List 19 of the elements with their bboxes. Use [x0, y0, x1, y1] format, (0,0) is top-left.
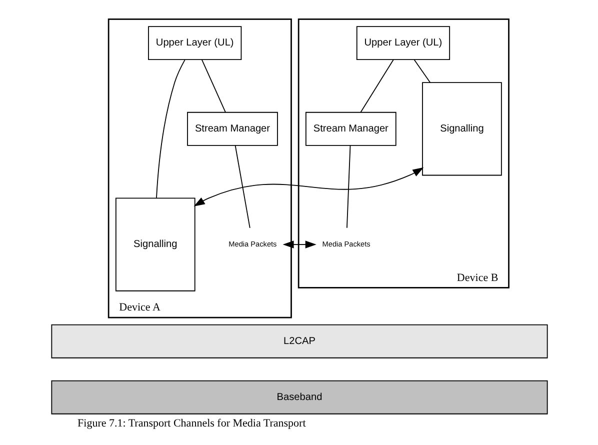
connector	[200, 59, 226, 113]
connector	[156, 59, 185, 198]
node-box: Baseband	[50, 380, 548, 414]
node-text: Media Packets	[322, 239, 370, 248]
node-box: Upper Layer (UL)	[148, 26, 242, 60]
caption: Figure 7.1: Transport Channels for Media Transport	[77, 417, 306, 430]
node-box: Signalling	[422, 82, 502, 176]
arrow	[282, 240, 316, 248]
node-box: L2CAP	[50, 324, 548, 358]
node-box: Stream Manager	[186, 112, 278, 146]
node-box: Stream Manager	[304, 112, 396, 146]
connector	[234, 145, 250, 228]
node-box: Signalling	[114, 198, 195, 292]
node-box: Upper Layer (UL)	[356, 26, 450, 60]
connector	[346, 145, 350, 228]
arrow	[193, 167, 424, 206]
node-text: Media Packets	[228, 239, 276, 248]
connector	[360, 59, 394, 113]
connector	[413, 59, 430, 83]
